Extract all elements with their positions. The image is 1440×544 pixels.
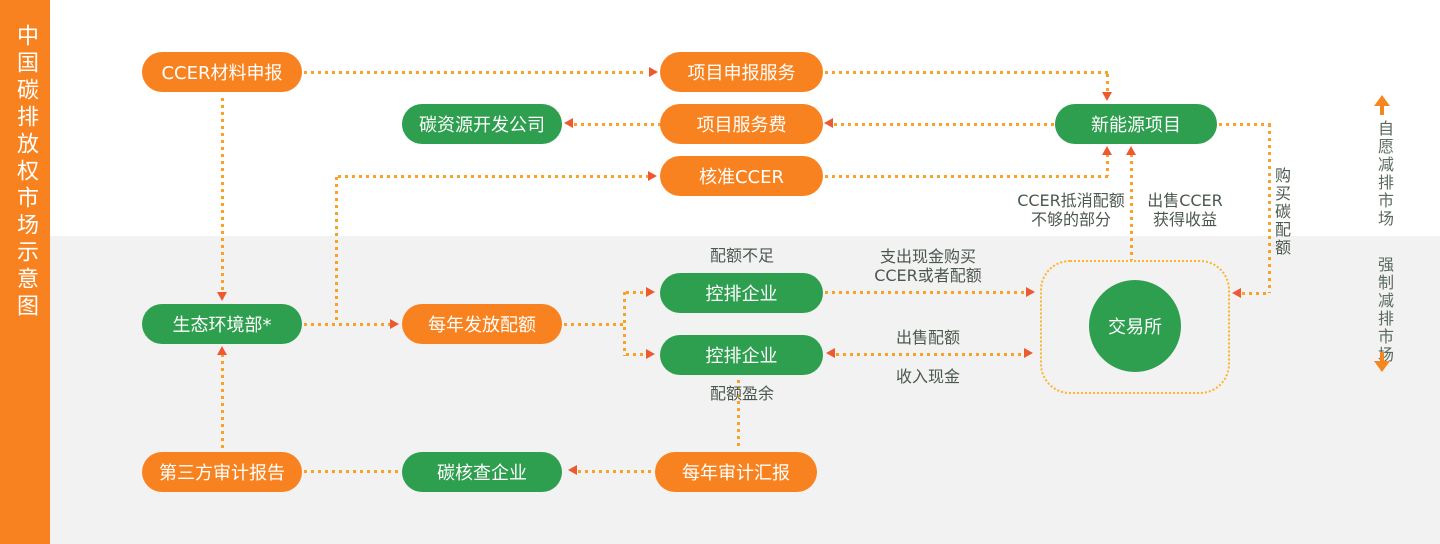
connector-material-to-moee [221,98,224,292]
node-enterprise-deficit: 控排企业 [660,273,823,313]
connector-newenergy-to-fee [834,123,1055,126]
arrowhead [1026,287,1035,297]
label-voluntary-market: 自愿减排市场 [1375,120,1394,228]
connector-ent1-to-exchange [825,291,1028,294]
node-project-fee: 项目服务费 [660,104,823,144]
node-ccer-material: CCER材料申报 [142,52,302,92]
node-annual-audit: 每年审计汇报 [655,452,817,492]
arrowhead [648,171,657,181]
arrowhead [1102,146,1112,155]
arrowhead [217,292,227,301]
connector-material-to-apply [304,71,646,74]
label-sell-ccer: 出售CCER 获得收益 [1147,191,1223,229]
connector-approve-to-newenergy [825,175,1108,178]
node-carbon-dev-co: 碳资源开发公司 [402,104,562,144]
label-pay-cash: 支出现金购买 CCER或者配额 [874,247,982,285]
connector-moee-to-quota [304,323,392,326]
connector-ent2-to-audit [737,380,740,450]
connector-report-to-moee [221,354,224,448]
connector-quota-out [564,323,625,326]
arrowhead [1232,288,1241,298]
label-mandatory-market: 强制减排市场 [1375,256,1394,364]
exchange-boundary [1040,260,1230,394]
connector-moee-branch-up [335,177,338,324]
node-carbon-verify: 碳核查企业 [402,452,562,492]
connector-quota-bracket [623,292,626,356]
connector-apply-to-newenergy-drop [1106,74,1109,93]
label-quota-deficit: 配额不足 [709,246,774,265]
connector-newenergy-to-exchange-in [1242,292,1268,295]
arrowhead [564,118,573,128]
sidebar: 中国碳排放权市场示意图 [0,0,50,544]
arrowhead [1024,348,1033,358]
arrowhead [1126,146,1136,155]
up-arrow-icon [1374,95,1390,115]
connector-newenergy-to-exchange-drop [1268,124,1271,293]
down-arrow-icon [1374,352,1390,372]
node-third-party-report: 第三方审计报告 [142,452,302,492]
arrowhead [646,287,655,297]
connector-audit-to-verify [578,470,653,473]
label-buy-carbon-quota: 购买碳配额 [1272,167,1291,257]
label-quota-surplus: 配额盈余 [709,384,774,403]
connector-fee-to-devco [574,123,660,126]
connector-quota-to-ent1 [626,291,648,294]
connector-verify-to-report [304,470,400,473]
node-moee: 生态环境部* [142,304,302,344]
node-annual-quota: 每年发放配额 [402,304,562,344]
node-new-energy: 新能源项目 [1055,104,1217,144]
arrowhead [568,465,577,475]
node-ccer-approve: 核准CCER [660,156,823,196]
arrowhead [390,319,399,329]
arrowhead [649,67,658,77]
connector-newenergy-to-exchange [1219,123,1271,126]
connector-moee-to-approve [338,175,648,178]
connector-approve-to-newenergy-rise [1106,154,1109,176]
node-enterprise-surplus: 控排企业 [660,335,823,375]
connector-apply-to-newenergy [825,71,1109,74]
page-title: 中国碳排放权市场示意图 [13,24,38,321]
arrowhead [824,118,833,128]
label-ccer-offset: CCER抵消配额 不够的部分 [1017,191,1125,229]
node-exchange: 交易所 [1089,280,1181,372]
connector-quota-to-ent2 [626,353,648,356]
label-sell-quota: 出售配额 [895,328,960,347]
node-project-apply: 项目申报服务 [660,52,823,92]
connector-exchange-to-newenergy [1130,154,1133,260]
arrowhead [646,349,655,359]
label-receive-cash: 收入现金 [895,367,960,386]
arrowhead [1102,92,1112,101]
connector-ent2-exchange [836,353,1026,356]
arrowhead [217,346,227,355]
arrowhead [826,348,835,358]
